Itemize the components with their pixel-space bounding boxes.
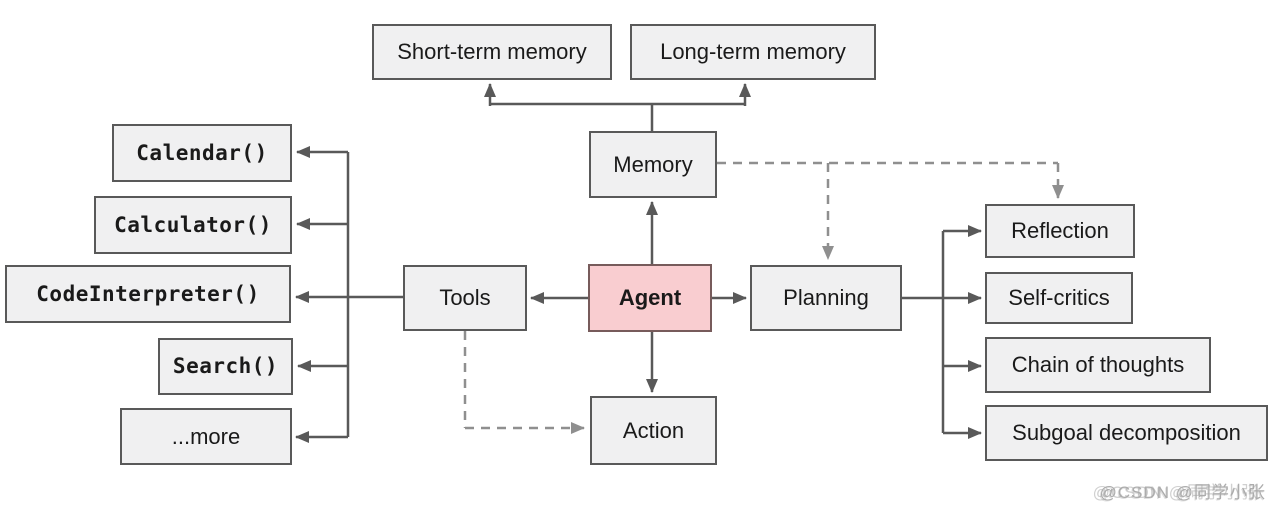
node-reflection: Reflection [985, 204, 1135, 258]
node-long-term-memory: Long-term memory [630, 24, 876, 80]
node-calculator: Calculator() [94, 196, 292, 254]
node-short-term-memory: Short-term memory [372, 24, 612, 80]
node-memory: Memory [589, 131, 717, 198]
node-subgoal-decomposition: Subgoal decomposition [985, 405, 1268, 461]
node-chain-of-thoughts: Chain of thoughts [985, 337, 1211, 393]
node-planning: Planning [750, 265, 902, 331]
csdn-watermark: @CSDN @同学小张 [1099, 483, 1266, 502]
node-agent: Agent [588, 264, 712, 332]
node-self-critics: Self-critics [985, 272, 1133, 324]
edge-memory-top-junction [490, 102, 745, 131]
node-more: ...more [120, 408, 292, 465]
node-search: Search() [158, 338, 293, 395]
node-tools: Tools [403, 265, 527, 331]
node-action: Action [590, 396, 717, 465]
edge-planning-trunk [902, 231, 945, 433]
node-code-interpreter: CodeInterpreter() [5, 265, 291, 323]
node-calendar: Calendar() [112, 124, 292, 182]
